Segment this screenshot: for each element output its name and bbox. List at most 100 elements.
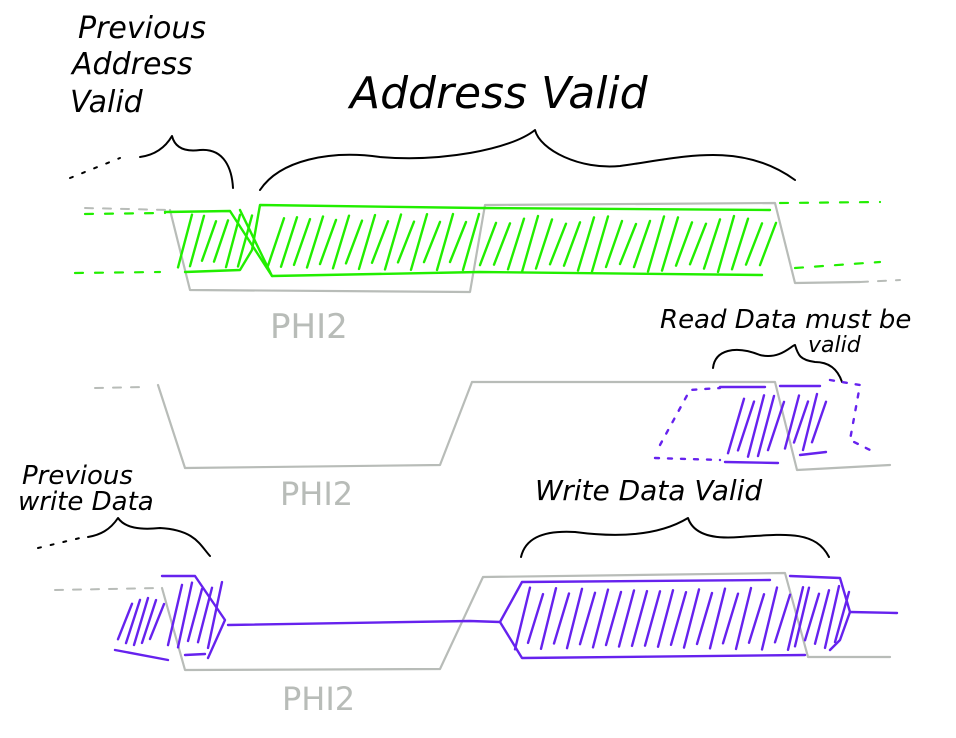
hatch-stroke (148, 602, 166, 641)
hatch-stroke (548, 222, 568, 266)
write-prev-bottom-2 (183, 652, 207, 657)
hatch-stroke (526, 592, 545, 645)
hatch-stroke (833, 590, 851, 644)
address-bus-prev-high (83, 211, 167, 216)
phi2-clock-trace-2 (156, 380, 892, 472)
previous-address-label-line2: Address (70, 47, 193, 82)
phi2-label-3: PHI2 (282, 680, 355, 718)
hatch-stroke (370, 220, 390, 264)
hatch-stroke (513, 586, 532, 651)
hatch-stroke (702, 218, 722, 270)
hatch-stroke (140, 598, 158, 645)
hatch-stroke (166, 583, 184, 647)
hatch-stroke (448, 220, 468, 264)
clock-trace-pre-3 (54, 587, 161, 591)
hatch-stroke (212, 219, 230, 263)
hatch-stroke (786, 585, 805, 652)
write-valid-top (498, 578, 772, 624)
hatch-stroke (331, 214, 351, 270)
hatch-stroke (604, 219, 624, 269)
hatch-stroke (383, 213, 403, 271)
hatch-stroke (224, 213, 242, 269)
hatch-stroke (520, 214, 540, 274)
write-bus-idle (226, 619, 502, 627)
previous-write-label-line2: write Data (18, 487, 154, 517)
write-data-valid-label: Write Data Valid (535, 474, 762, 507)
hatch-stroke (196, 586, 214, 644)
hatch-stroke (747, 593, 766, 644)
hatch-stroke (539, 586, 558, 651)
hatch-stroke (646, 215, 666, 273)
hatch-stroke (576, 216, 596, 272)
hatch-stroke (617, 589, 636, 648)
hatch-stroke (435, 212, 455, 272)
hatch-stroke (630, 589, 649, 648)
hatch-stroke (810, 400, 828, 444)
phi2-clock-trace-3 (160, 571, 892, 672)
address-bus-prev-low (73, 270, 162, 275)
hatch-stroke (124, 598, 142, 645)
previous-write-brace-trail (37, 537, 81, 549)
hatch-stroke (716, 214, 736, 274)
hatch-stroke (756, 394, 776, 458)
hatch-stroke (506, 217, 526, 271)
hatch-stroke (344, 219, 364, 265)
hatch-stroke (562, 221, 582, 267)
hatch-stroke (604, 590, 623, 647)
hatch-stroke (357, 213, 377, 271)
write-row: Previous write Data Write Data Valid PHI… (18, 461, 899, 718)
hatch-stroke (695, 591, 714, 646)
hatch-stroke (744, 222, 764, 266)
hatch-stroke (688, 222, 708, 266)
address-row: Previous Address Valid Address Valid PHI… (69, 11, 901, 347)
hatch-stroke (793, 586, 811, 648)
hatch-stroke (682, 588, 701, 649)
write-next-shape (788, 574, 852, 652)
hatch-stroke (708, 587, 727, 650)
previous-write-brace (87, 517, 211, 557)
previous-address-label-line1: Previous (78, 11, 206, 46)
hatch-stroke (590, 215, 610, 273)
hatch-stroke (813, 589, 831, 645)
read-data-hatch (726, 392, 828, 458)
hatch-stroke (766, 400, 786, 452)
write-valid-bottom (498, 620, 807, 660)
clock-trace-pre-2 (94, 386, 146, 389)
hatch-stroke (492, 222, 512, 266)
write-data-hatch (116, 580, 851, 652)
hatch-stroke (188, 214, 206, 268)
phi2-label-1: PHI2 (270, 307, 348, 347)
address-valid-label: Address Valid (347, 68, 649, 119)
hatch-stroke (266, 217, 286, 267)
read-data-bottom-2 (798, 450, 828, 457)
read-data-uncertain-right (828, 378, 872, 452)
hatch-stroke (643, 590, 662, 647)
hatch-stroke (461, 212, 481, 272)
hatch-stroke (318, 218, 338, 266)
hatch-stroke (478, 221, 498, 267)
write-prev-bottom (113, 648, 170, 662)
read-data-brace (712, 344, 843, 383)
hatch-stroke (305, 215, 325, 269)
hatch-stroke (422, 220, 442, 264)
hatch-stroke (773, 593, 792, 644)
hatch-stroke (674, 221, 694, 267)
previous-address-brace (139, 135, 234, 189)
hatch-stroke (565, 587, 584, 650)
hatch-stroke (591, 588, 610, 649)
hatch-stroke (721, 592, 740, 645)
hatch-stroke (132, 596, 150, 647)
hatch-stroke (409, 212, 429, 272)
write-bus-after (848, 610, 899, 615)
clock-trace-pre (84, 207, 171, 211)
hatch-stroke (792, 400, 810, 444)
hatch-stroke (292, 217, 312, 267)
hatch-stroke (236, 214, 254, 268)
hatch-stroke (176, 213, 194, 269)
phi2-clock-trace-1 (168, 201, 862, 294)
read-data-label-line2: valid (808, 333, 862, 358)
read-data-uncertain-left (658, 386, 722, 447)
hatch-stroke (186, 587, 204, 643)
hatch-stroke (746, 394, 766, 458)
